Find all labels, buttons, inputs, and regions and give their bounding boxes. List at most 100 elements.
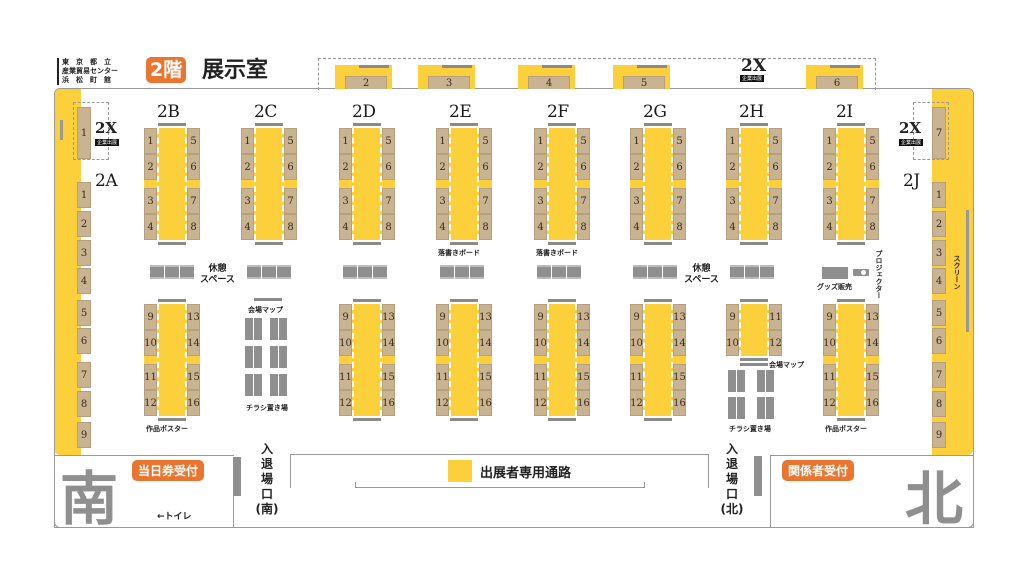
top-booth[interactable]: 2 xyxy=(345,76,387,89)
island-booth[interactable]: 3 xyxy=(726,188,739,214)
island-booth[interactable]: 13 xyxy=(479,304,492,330)
island-booth[interactable]: 6 xyxy=(577,154,590,180)
wall-booth-2j[interactable]: 5 xyxy=(932,300,946,326)
island-booth[interactable]: 2 xyxy=(339,154,352,180)
island-booth[interactable]: 2 xyxy=(436,154,449,180)
island-booth[interactable]: 13 xyxy=(866,304,879,330)
island-booth[interactable]: 11 xyxy=(630,364,643,390)
wall-booth-2j[interactable]: 8 xyxy=(932,391,946,417)
island-booth[interactable]: 10 xyxy=(144,330,157,356)
wall-booth-2j[interactable]: 9 xyxy=(932,422,946,448)
island-booth[interactable]: 4 xyxy=(630,214,643,240)
island-booth[interactable]: 5 xyxy=(382,128,395,154)
island-booth[interactable]: 2 xyxy=(241,154,254,180)
island-booth[interactable]: 12 xyxy=(823,390,836,416)
island-booth[interactable]: 1 xyxy=(144,128,157,154)
island-booth[interactable]: 9 xyxy=(630,304,643,330)
island-booth[interactable]: 11 xyxy=(823,364,836,390)
island-booth[interactable]: 15 xyxy=(382,364,395,390)
island-booth[interactable]: 7 xyxy=(187,188,200,214)
island-booth[interactable]: 16 xyxy=(187,390,200,416)
island-booth[interactable]: 5 xyxy=(187,128,200,154)
island-booth[interactable]: 1 xyxy=(823,128,836,154)
island-booth[interactable]: 16 xyxy=(673,390,686,416)
left-x-booth[interactable]: 1 xyxy=(77,107,91,159)
island-booth[interactable]: 13 xyxy=(382,304,395,330)
island-booth[interactable]: 11 xyxy=(534,364,547,390)
island-booth[interactable]: 7 xyxy=(284,188,297,214)
island-booth[interactable]: 3 xyxy=(534,188,547,214)
island-booth[interactable]: 1 xyxy=(436,128,449,154)
island-booth[interactable]: 11 xyxy=(144,364,157,390)
island-booth[interactable]: 14 xyxy=(382,330,395,356)
island-booth[interactable]: 9 xyxy=(144,304,157,330)
island-booth[interactable]: 9 xyxy=(436,304,449,330)
island-booth[interactable]: 6 xyxy=(382,154,395,180)
island-booth[interactable]: 12 xyxy=(339,390,352,416)
island-booth[interactable]: 10 xyxy=(726,330,739,356)
island-booth[interactable]: 4 xyxy=(339,214,352,240)
top-booth[interactable]: 6 xyxy=(816,76,858,89)
island-booth[interactable]: 12 xyxy=(769,330,782,356)
island-booth[interactable]: 3 xyxy=(241,188,254,214)
island-booth[interactable]: 8 xyxy=(866,214,879,240)
island-booth[interactable]: 6 xyxy=(866,154,879,180)
island-booth[interactable]: 13 xyxy=(673,304,686,330)
island-booth[interactable]: 3 xyxy=(630,188,643,214)
island-booth[interactable]: 15 xyxy=(577,364,590,390)
island-booth[interactable]: 4 xyxy=(534,214,547,240)
wall-booth-2a[interactable]: 9 xyxy=(77,422,91,448)
island-booth[interactable]: 9 xyxy=(534,304,547,330)
island-booth[interactable]: 15 xyxy=(673,364,686,390)
wall-booth-2a[interactable]: 3 xyxy=(77,240,91,266)
island-booth[interactable]: 12 xyxy=(534,390,547,416)
top-booth[interactable]: 5 xyxy=(623,76,665,89)
island-booth[interactable]: 16 xyxy=(577,390,590,416)
island-booth[interactable]: 4 xyxy=(436,214,449,240)
island-booth[interactable]: 5 xyxy=(479,128,492,154)
island-booth[interactable]: 10 xyxy=(630,330,643,356)
island-booth[interactable]: 7 xyxy=(577,188,590,214)
island-booth[interactable]: 5 xyxy=(866,128,879,154)
wall-booth-2a[interactable]: 7 xyxy=(77,362,91,388)
island-booth[interactable]: 12 xyxy=(630,390,643,416)
island-booth[interactable]: 3 xyxy=(144,188,157,214)
island-booth[interactable]: 2 xyxy=(726,154,739,180)
island-booth[interactable]: 1 xyxy=(339,128,352,154)
island-booth[interactable]: 1 xyxy=(726,128,739,154)
wall-booth-2a[interactable]: 1 xyxy=(77,182,91,208)
island-booth[interactable]: 10 xyxy=(534,330,547,356)
island-booth[interactable]: 2 xyxy=(823,154,836,180)
island-booth[interactable]: 15 xyxy=(866,364,879,390)
top-booth[interactable]: 3 xyxy=(428,76,470,89)
wall-booth-2j[interactable]: 3 xyxy=(932,240,946,266)
island-booth[interactable]: 6 xyxy=(284,154,297,180)
island-booth[interactable]: 13 xyxy=(187,304,200,330)
island-booth[interactable]: 9 xyxy=(339,304,352,330)
island-booth[interactable]: 2 xyxy=(534,154,547,180)
island-booth[interactable]: 7 xyxy=(769,188,782,214)
island-booth[interactable]: 2 xyxy=(144,154,157,180)
island-booth[interactable]: 12 xyxy=(436,390,449,416)
island-booth[interactable]: 6 xyxy=(769,154,782,180)
island-booth[interactable]: 10 xyxy=(823,330,836,356)
island-booth[interactable]: 5 xyxy=(769,128,782,154)
island-booth[interactable]: 12 xyxy=(144,390,157,416)
island-booth[interactable]: 14 xyxy=(673,330,686,356)
island-booth[interactable]: 2 xyxy=(630,154,643,180)
island-booth[interactable]: 3 xyxy=(823,188,836,214)
wall-booth-2a[interactable]: 8 xyxy=(77,391,91,417)
island-booth[interactable]: 14 xyxy=(866,330,879,356)
island-booth[interactable]: 5 xyxy=(673,128,686,154)
island-booth[interactable]: 6 xyxy=(673,154,686,180)
island-booth[interactable]: 14 xyxy=(479,330,492,356)
island-booth[interactable]: 13 xyxy=(577,304,590,330)
island-booth[interactable]: 5 xyxy=(577,128,590,154)
island-booth[interactable]: 9 xyxy=(726,304,739,330)
island-booth[interactable]: 6 xyxy=(479,154,492,180)
island-booth[interactable]: 16 xyxy=(382,390,395,416)
island-booth[interactable]: 7 xyxy=(866,188,879,214)
island-booth[interactable]: 8 xyxy=(382,214,395,240)
island-booth[interactable]: 8 xyxy=(187,214,200,240)
island-booth[interactable]: 9 xyxy=(823,304,836,330)
